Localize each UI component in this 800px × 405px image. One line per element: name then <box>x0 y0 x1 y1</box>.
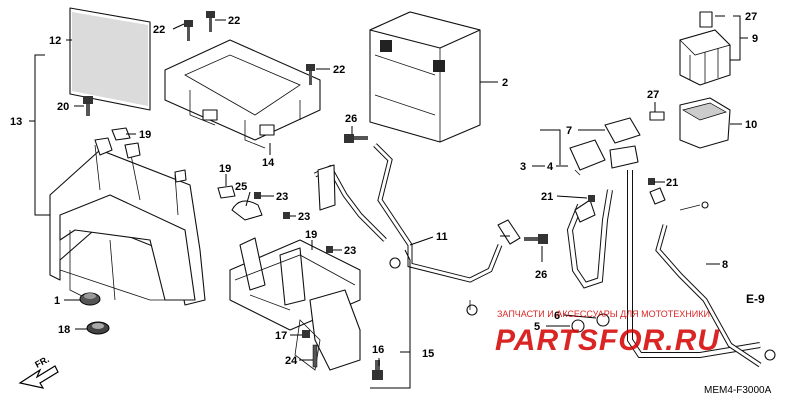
callout-6: 6 <box>554 310 560 322</box>
callout-5: 5 <box>534 321 540 333</box>
callout-12: 12 <box>49 35 61 47</box>
part-13-battery-box <box>49 137 206 306</box>
callout-27-a: 27 <box>745 11 757 23</box>
part-16-bolt <box>372 360 383 380</box>
watermark-tagline: ЗАПЧАСТИ И АКСЕССУАРЫ ДЛЯ МОТОТЕХНИКИ <box>497 309 710 319</box>
callout-16: 16 <box>372 344 384 356</box>
cable-long <box>627 170 761 358</box>
callout-22-a: 22 <box>153 24 165 36</box>
part-2-battery <box>369 11 481 143</box>
part-9-starter-relay <box>679 11 731 86</box>
watermark: ЗАПЧАСТИ И АКСЕССУАРЫ ДЛЯ МОТОТЕХНИКИ PA… <box>495 309 720 357</box>
part-22-bolts <box>184 11 315 85</box>
callout-7: 7 <box>566 125 572 137</box>
callout-26-b: 26 <box>535 269 547 281</box>
callout-24: 24 <box>285 355 298 367</box>
part-10-relay-cover <box>679 97 731 149</box>
part-12-battery-sheet <box>69 7 151 111</box>
callout-8: 8 <box>722 259 728 271</box>
part-23-screws <box>254 192 333 253</box>
part-5-6-connectors <box>571 313 610 333</box>
callout-11: 11 <box>436 231 448 243</box>
part-18-grommet <box>86 321 110 335</box>
callout-17: 17 <box>275 330 287 342</box>
part-26-bolt-upper <box>344 134 368 143</box>
callout-19-b: 19 <box>219 163 231 175</box>
part-4-cover <box>569 139 606 176</box>
callout-9: 9 <box>752 33 758 45</box>
leader-lines <box>29 15 748 389</box>
callout-18: 18 <box>58 324 70 336</box>
callout-23-a: 23 <box>276 191 288 203</box>
callout-26-a: 26 <box>345 113 357 125</box>
callout-1: 1 <box>54 295 60 307</box>
callout-22-b: 22 <box>228 15 240 27</box>
callout-14: 14 <box>262 157 275 169</box>
part-14-bracket <box>164 39 321 149</box>
part-15-fuse-box <box>229 237 361 371</box>
callout-2: 2 <box>502 77 508 89</box>
callout-4: 4 <box>547 161 554 173</box>
callout-3: 3 <box>520 161 526 173</box>
callout-27-b: 27 <box>647 89 659 101</box>
callout-22-c: 22 <box>333 64 345 76</box>
part-11-stay <box>313 143 521 316</box>
part-26-bolt-lower <box>524 234 548 244</box>
callouts: 12 13 20 19 1 18 22 22 22 14 2 26 19 25 … <box>10 11 758 367</box>
callout-23-b: 23 <box>298 211 310 223</box>
part-21-bolts <box>588 178 655 202</box>
cable-positive <box>566 189 613 289</box>
callout-19-c: 19 <box>305 229 317 241</box>
part-17-nut <box>302 330 310 338</box>
front-direction-arrow <box>18 365 59 389</box>
callout-21-b: 21 <box>666 177 678 189</box>
watermark-logo: PARTSFOR.RU <box>495 324 720 357</box>
callout-15: 15 <box>422 348 434 360</box>
callout-21-a: 21 <box>541 191 553 203</box>
part-1-rubber <box>79 292 101 306</box>
part-24-pin <box>312 344 318 368</box>
callout-25: 25 <box>235 181 247 193</box>
part-7-cover <box>604 117 641 169</box>
front-direction-label: FR. <box>33 354 50 370</box>
callout-23-c: 23 <box>344 245 356 257</box>
callout-13: 13 <box>10 116 22 128</box>
diagram-code: MEM4-F3000A <box>704 385 772 396</box>
part-20-bolt <box>83 96 93 116</box>
part-8-ground-cable <box>649 187 776 368</box>
callout-19-a: 19 <box>139 129 151 141</box>
callout-20: 20 <box>57 101 69 113</box>
page-reference: E-9 <box>746 292 765 306</box>
part-19-clip <box>111 127 131 141</box>
part-27-fuse <box>649 111 665 121</box>
callout-10: 10 <box>745 119 757 131</box>
